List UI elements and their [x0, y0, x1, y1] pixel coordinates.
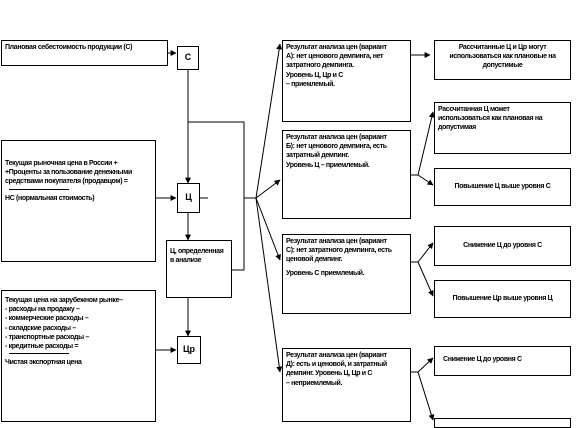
export-line: - транспортные расходы – — [5, 333, 89, 341]
result-d-box: Результат анализа цен (вариант Д): есть … — [282, 348, 411, 422]
result-c-box: Результат анализа цен (вариант С): нет з… — [282, 234, 411, 314]
domestic-line: Текущая рыночная цена в России + — [5, 160, 118, 167]
action-line: Повышение Цр выше уровня Ц — [452, 295, 553, 303]
action-box: Рассчитанная Ц может использоваться как … — [434, 102, 571, 154]
node-tsr: Цр — [177, 336, 201, 364]
result-line: затратный демпинг. — [286, 152, 349, 160]
action-line: допустимая — [438, 124, 476, 132]
result-line: Результат анализа цен (вариант — [286, 134, 387, 141]
domestic-line: +Проценты за пользование денежными — [5, 169, 132, 177]
export-line: - коммерческие расходы – — [5, 315, 89, 323]
export-line: - расходы на продажу – — [5, 306, 80, 314]
cost-box-label: Плановая себестоимость продукции (С) — [5, 44, 133, 51]
divider — [9, 188, 69, 190]
result-line: С): нет затратного демпинга, есть — [286, 247, 392, 255]
action-line: допустимые — [482, 62, 523, 70]
action-box: Повышение Цр выше уровня Ц — [434, 280, 571, 318]
result-line: Уровень Ц – приемлемый. — [286, 161, 370, 169]
result-a-box: Результат анализа цен (вариант А): нет ц… — [282, 40, 411, 122]
result-line: Результат анализа цен (вариант — [286, 238, 387, 245]
divider — [9, 353, 69, 355]
action-box: Снижение Ц до уровня С — [434, 346, 571, 376]
export-line: Текущая цена на зарубежном рынке– — [5, 297, 123, 304]
result-b-box: Результат анализа цен (вариант Б): нет ц… — [282, 130, 411, 219]
result-line: Б): нет ценового демпинга, есть — [286, 143, 387, 151]
result-line: А): нет ценового демпинга, нет — [286, 53, 384, 61]
action-line: использоваться как плановые на — [449, 53, 556, 61]
domestic-line: НС (нормальная стоимость) — [5, 194, 95, 202]
result-line: Уровень Ц, Цр и С — [286, 71, 343, 79]
result-line: Д): есть и ценовой, и затратный — [286, 361, 387, 369]
cost-box: Плановая себестоимость продукции (С) — [1, 40, 168, 66]
interval-box: Ц, определенная в анализе — [166, 240, 232, 298]
action-line: Рассчитанная Ц может — [438, 106, 510, 113]
domestic-price-box: Текущая рыночная цена в России + +Процен… — [1, 140, 156, 262]
action-line: Повышение Ц выше уровня С — [454, 183, 551, 191]
result-line: – приемлемый. — [286, 80, 335, 88]
export-line: - складские расходы – — [5, 324, 76, 332]
action-line: использоваться как плановая на — [438, 115, 543, 123]
result-line: – неприемлемый. — [286, 379, 343, 387]
result-line: демпинг. Уровень Ц, Цр и С — [286, 370, 373, 378]
result-line: затратного демпинга. — [286, 62, 354, 70]
result-line: Результат анализа цен (вариант — [286, 352, 387, 359]
node-tsr-label: Цр — [182, 344, 196, 355]
interval-label: Ц, определенная в анализе — [170, 248, 224, 265]
node-c-label: С — [184, 52, 192, 63]
action-box: Рассчитанные Ц и Цр могут использоваться… — [434, 40, 571, 80]
result-line: Результат анализа цен (вариант — [286, 44, 387, 51]
result-line: Уровень С приемлемый. — [286, 269, 365, 277]
action-line: Рассчитанные Ц и Цр могут — [458, 44, 547, 51]
action-box: Снижение Ц до уровня С — [434, 226, 571, 266]
export-line: - кредитные расходы = — [5, 343, 79, 351]
action-line: Снижение Ц до уровня С — [443, 356, 522, 363]
node-ts: Ц — [177, 183, 200, 213]
action-box: Повышение Ц выше уровня С — [434, 168, 571, 206]
action-box — [434, 418, 571, 428]
action-line: Снижение Ц до уровня С — [463, 242, 542, 250]
export-line: Чистая экспортная цена — [5, 359, 82, 367]
node-ts-label: Ц — [185, 192, 192, 203]
export-price-box: Текущая цена на зарубежном рынке– - расх… — [1, 290, 156, 422]
node-c: С — [177, 46, 199, 70]
result-line: ценовой демпинг. — [286, 256, 343, 264]
domestic-line: средствами покупателя (продавцом) = — [5, 178, 128, 186]
